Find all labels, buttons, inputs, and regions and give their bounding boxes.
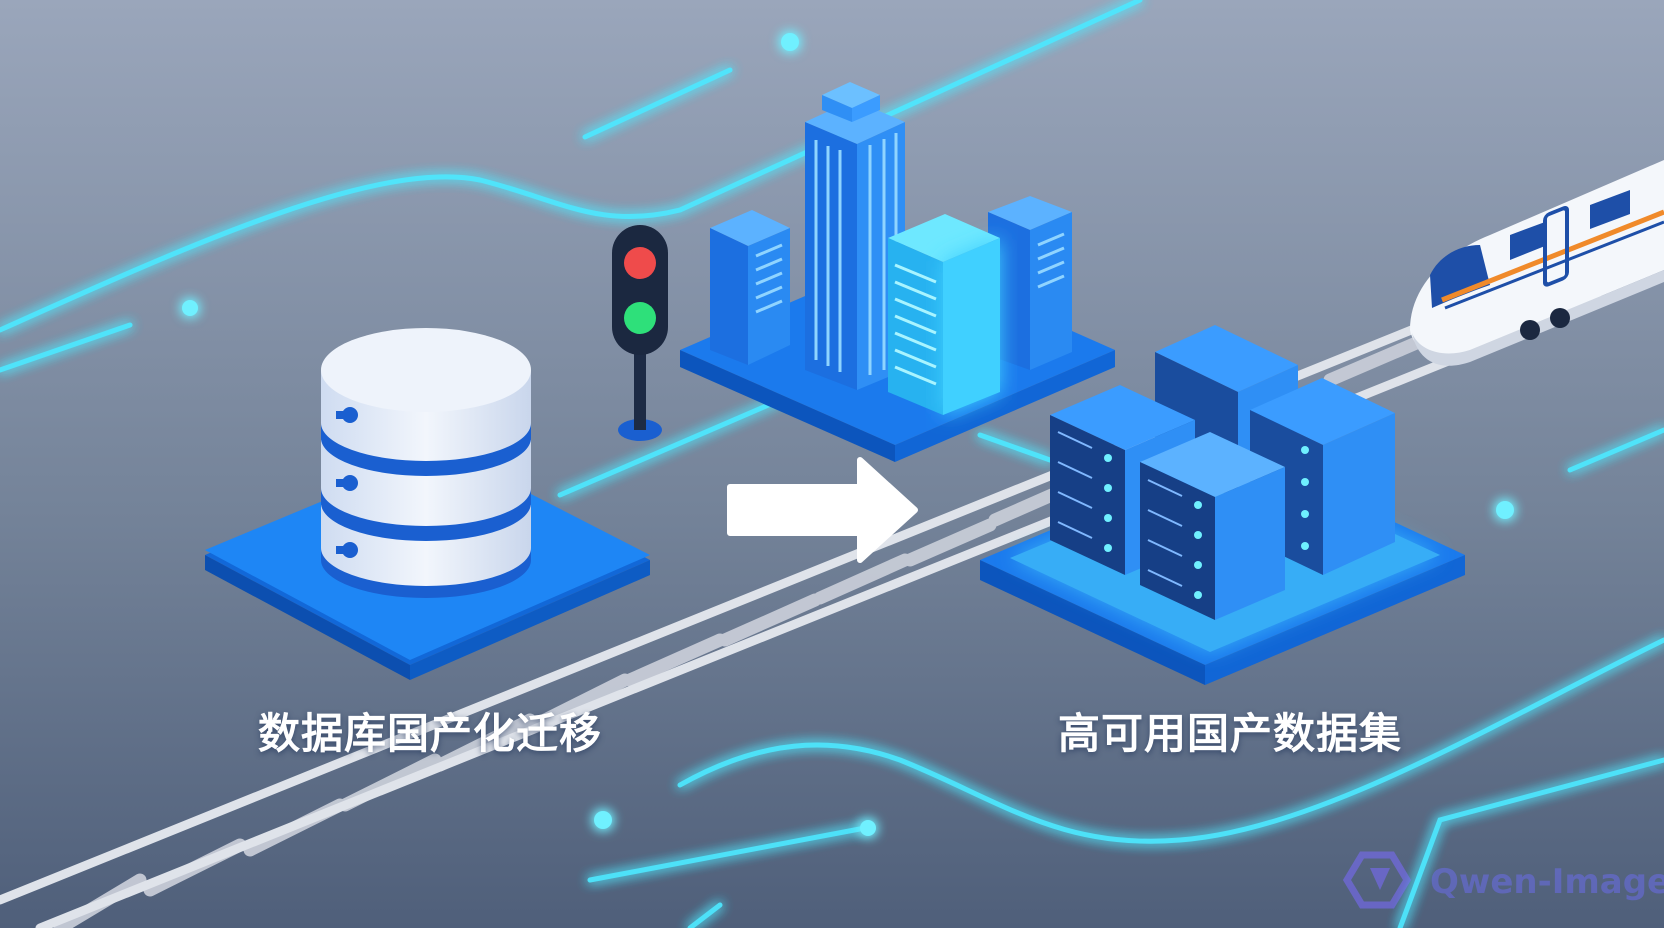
circuit-line-right (1567, 427, 1664, 473)
source-label: 数据库国产化迁移 (258, 709, 603, 758)
traffic-light-icon (612, 225, 668, 441)
circuit-line-left (0, 322, 133, 373)
server-rack-front (1140, 432, 1285, 620)
arrow-right-icon (727, 457, 918, 563)
qwen-logo-icon (1342, 851, 1412, 909)
circuit-line-corner (687, 902, 723, 928)
server-rack-icon (1050, 325, 1395, 620)
high-speed-train-icon (1410, 160, 1664, 366)
circuit-line-top (0, 0, 1143, 333)
circuit-line-top-short (582, 67, 733, 140)
circuit-dots (182, 33, 1514, 836)
circuit-line-mid (557, 397, 783, 498)
watermark-text: Qwen-Image (1430, 862, 1664, 902)
circuit-line-bottom (677, 637, 1664, 844)
target-label: 高可用国产数据集 (1058, 709, 1403, 758)
watermark: Qwen-Image (1350, 852, 1664, 912)
city-buildings-icon (710, 82, 1072, 415)
database-icon (321, 328, 531, 598)
circuit-line-bottom-left (587, 825, 868, 883)
circuit-line-bottom-right (1397, 757, 1664, 928)
circuit-line-mid-right (977, 432, 1053, 463)
